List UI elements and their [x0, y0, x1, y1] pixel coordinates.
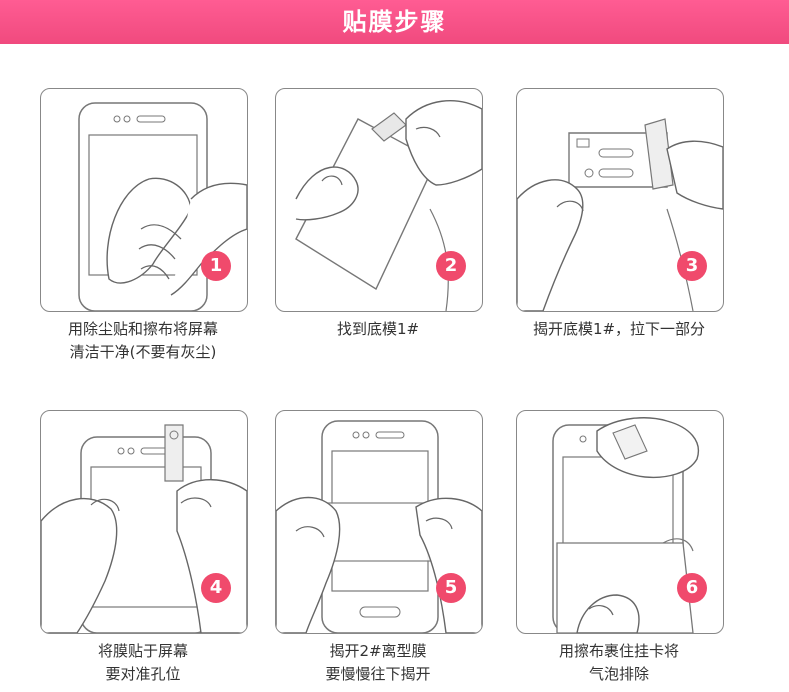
step-number-badge: 1 — [201, 251, 231, 281]
step-6-drawing — [552, 417, 700, 633]
step-3-drawing — [517, 118, 723, 311]
header-banner: 贴膜步骤 — [0, 0, 789, 44]
step-number-badge: 3 — [677, 251, 707, 281]
step-4-caption: 将膜贴于屏幕 要对准孔位 — [23, 640, 263, 686]
step-2-drawing — [295, 100, 482, 311]
step-number-badge: 4 — [201, 573, 231, 603]
step-5-drawing — [276, 420, 482, 633]
caption-line: 用擦布裹住挂卡将 — [558, 642, 679, 660]
step-3-caption: 揭开底模1#，拉下一部分 — [499, 318, 739, 341]
step-6-illustration: 6 — [516, 410, 724, 634]
caption-line: 要慢慢往下揭开 — [325, 665, 431, 683]
step-4-illustration: 4 — [40, 410, 248, 634]
page-title: 贴膜步骤 — [342, 8, 447, 36]
caption-line: 揭开2#离型膜 — [329, 642, 427, 660]
step-5-illustration: 5 — [275, 410, 483, 634]
step-1-drawing — [78, 102, 247, 311]
step-number-badge: 6 — [677, 573, 707, 603]
caption-line: 要对准孔位 — [105, 665, 181, 683]
step-4-drawing — [41, 424, 247, 633]
caption-line: 气泡排除 — [588, 665, 649, 683]
caption-line: 揭开底模1#，拉下一部分 — [532, 320, 706, 338]
step-2-caption: 找到底模1# — [258, 318, 498, 341]
step-6-caption: 用擦布裹住挂卡将 气泡排除 — [499, 640, 739, 686]
caption-line: 将膜贴于屏幕 — [97, 642, 188, 660]
step-2-illustration: 2 — [275, 88, 483, 312]
step-number-badge: 2 — [436, 251, 466, 281]
caption-line: 找到底模1# — [336, 320, 420, 338]
step-3-illustration: 3 — [516, 88, 724, 312]
step-5-caption: 揭开2#离型膜 要慢慢往下揭开 — [258, 640, 498, 686]
step-1-illustration: 1 — [40, 88, 248, 312]
caption-line: 清洁干净(不要有灰尘) — [69, 343, 217, 361]
step-number-badge: 5 — [436, 573, 466, 603]
caption-line: 用除尘贴和擦布将屏幕 — [67, 320, 218, 338]
step-1-caption: 用除尘贴和擦布将屏幕 清洁干净(不要有灰尘) — [23, 318, 263, 364]
